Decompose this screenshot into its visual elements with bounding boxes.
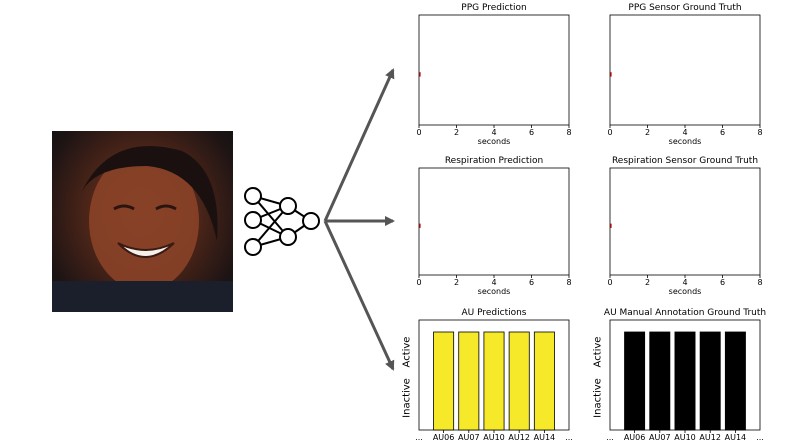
- au-gt-title: AU Manual Annotation Ground Truth: [603, 308, 767, 318]
- resp_gt-xtick-label: 0: [607, 278, 613, 287]
- resp_pred-xlabel: seconds: [477, 287, 511, 296]
- resp_gt-xtick-label: 2: [644, 278, 651, 287]
- au-pred-ytick-inactive: Inactive: [401, 378, 413, 418]
- ppg_gt-axes: [609, 14, 761, 126]
- bar-au14: [533, 331, 555, 431]
- au-pred-xtick-label: AU10: [483, 433, 505, 442]
- au-pred-left-ellipsis: ...: [415, 433, 423, 442]
- resp_pred-xtick-label: 4: [491, 278, 497, 287]
- bar-au07: [649, 331, 671, 431]
- ppg_pred-title: PPG Prediction: [461, 3, 527, 13]
- resp_pred-axes: [418, 167, 570, 276]
- ppg_gt-xtick-label: 4: [682, 128, 688, 137]
- au-gt-xtick-label: AU12: [699, 433, 721, 442]
- ppg_pred-xtick-label: 0: [416, 128, 422, 137]
- resp_gt-xtick-label: 6: [719, 278, 726, 287]
- bar-au10: [674, 331, 696, 431]
- au-pred-xtick-label: AU14: [533, 433, 556, 442]
- ppg_pred-xtick-label: 2: [453, 128, 460, 137]
- ppg_pred-axes: [418, 14, 570, 126]
- smiling-face-photo: [52, 131, 233, 312]
- au-pred-ytick-active: Active: [401, 336, 413, 368]
- au-gt-ytick-active: Active: [592, 336, 604, 368]
- ppg_gt-xtick-label: 8: [757, 128, 763, 137]
- resp_pred-xtick-label: 0: [416, 278, 422, 287]
- ppg_gt-title: PPG Sensor Ground Truth: [628, 3, 742, 13]
- ppg_gt-xtick-label: 2: [644, 128, 651, 137]
- arrow-to-au: [323, 220, 395, 371]
- resp_pred-xtick-label: 6: [528, 278, 535, 287]
- neural-network-icon: [244, 187, 320, 256]
- bar-au07: [458, 331, 480, 431]
- resp_pred-title: Respiration Prediction: [444, 156, 544, 166]
- ppg_pred-xtick-label: 4: [491, 128, 497, 137]
- bar-au06: [433, 331, 455, 431]
- au-pred-right-ellipsis: ...: [565, 433, 573, 442]
- au-gt-xtick-label: AU10: [674, 433, 696, 442]
- au-gt-xtick-label: AU06: [623, 433, 646, 442]
- au-gt-ytick-inactive: Inactive: [592, 378, 604, 418]
- au-gt-left-ellipsis: ...: [606, 433, 614, 442]
- bar-au12: [508, 331, 530, 431]
- resp_pred-xtick-label: 8: [566, 278, 572, 287]
- arrow-to-ppg: [323, 68, 395, 222]
- resp_pred-xtick-label: 2: [453, 278, 460, 287]
- resp_gt-xtick-label: 4: [682, 278, 688, 287]
- resp_gt-xlabel: seconds: [668, 287, 702, 296]
- au-pred-title: AU Predictions: [461, 308, 527, 318]
- bar-au12: [699, 331, 721, 431]
- bar-au10: [483, 331, 505, 431]
- bar-au06: [624, 331, 646, 431]
- ppg_pred-xlabel: seconds: [477, 137, 511, 146]
- au-pred-xtick-label: AU07: [458, 433, 480, 442]
- ppg_pred-xtick-label: 8: [566, 128, 572, 137]
- au-pred-xtick-label: AU12: [508, 433, 530, 442]
- ppg_pred-xtick-label: 6: [528, 128, 535, 137]
- ppg_gt-xtick-label: 0: [607, 128, 613, 137]
- bar-au14: [724, 331, 746, 431]
- output-arrows: [323, 68, 395, 371]
- au-gt-right-ellipsis: ...: [756, 433, 764, 442]
- au-pred-xtick-label: AU06: [432, 433, 455, 442]
- ppg_gt-xtick-label: 6: [719, 128, 726, 137]
- au-gt-xtick-label: AU07: [649, 433, 671, 442]
- au-gt-xtick-label: AU14: [724, 433, 747, 442]
- resp_gt-axes: [609, 167, 761, 276]
- resp_gt-title: Respiration Sensor Ground Truth: [611, 156, 759, 166]
- resp_gt-xtick-label: 8: [757, 278, 763, 287]
- ppg_gt-xlabel: seconds: [668, 137, 702, 146]
